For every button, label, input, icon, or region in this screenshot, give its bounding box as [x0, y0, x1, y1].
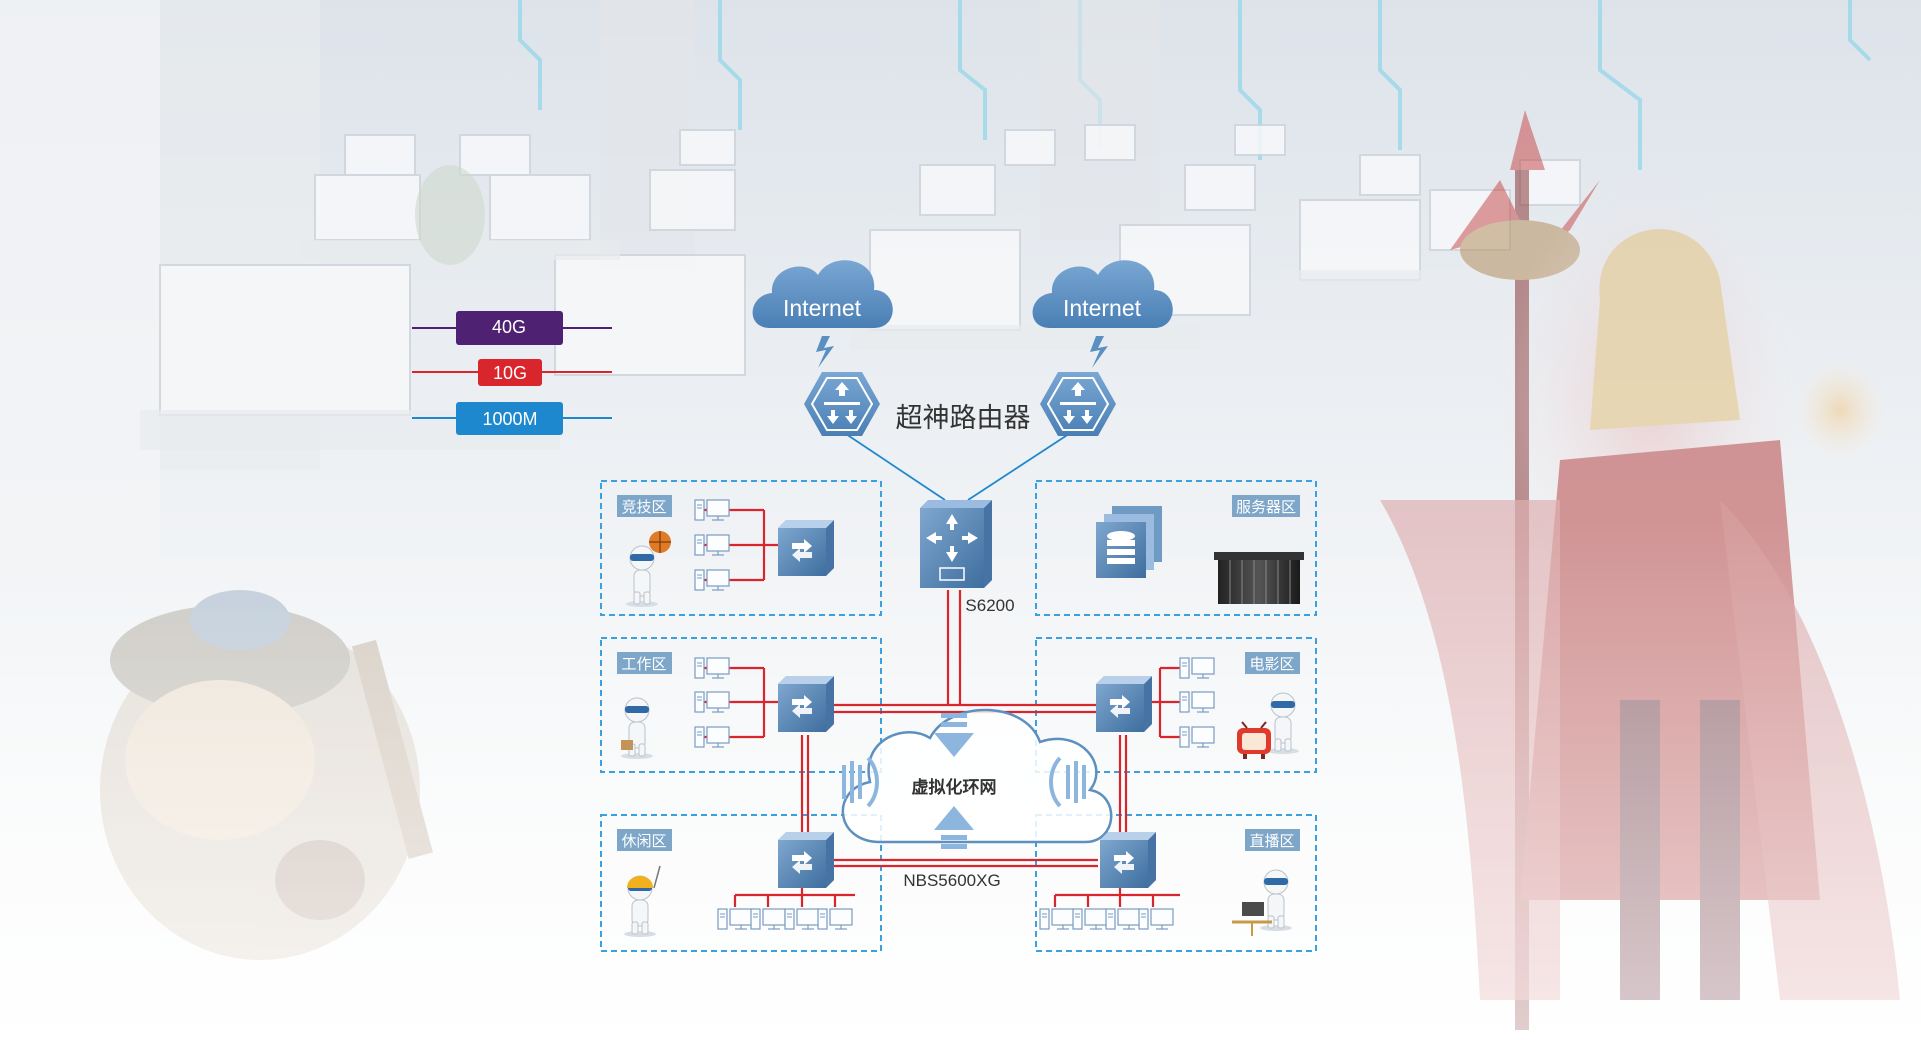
bandwidth-legend: 40G 10G 1000M — [412, 311, 612, 435]
legend-item-40g: 40G — [412, 311, 612, 345]
pc-icon — [694, 726, 730, 748]
pc-icon — [694, 569, 730, 591]
zone-tag-server: 服务器区 — [1232, 495, 1300, 517]
lightning-icon — [1090, 336, 1108, 368]
access-switch-live — [1100, 832, 1156, 888]
signal-left-icon — [842, 756, 879, 808]
router-label: 超神路由器 — [896, 403, 1031, 434]
signal-right-icon — [1049, 756, 1086, 808]
pc-icon — [694, 657, 730, 679]
legend-label-10g: 10G — [493, 363, 527, 383]
pc-icon — [694, 499, 730, 521]
legend-item-10g: 10G — [412, 359, 612, 386]
access-switch-work — [778, 676, 834, 732]
zone-tag-leisure: 休闲区 — [617, 829, 672, 851]
core-switch-s6200: S6200 — [920, 500, 1015, 615]
svg-text:休闲区: 休闲区 — [621, 832, 666, 850]
pcs-live — [1039, 908, 1174, 930]
pc-icon — [1072, 908, 1108, 930]
server-rack-icon — [1214, 552, 1304, 604]
internet-label-right: Internet — [1063, 295, 1142, 321]
zone-tag-movie: 电影区 — [1245, 652, 1300, 674]
internet-cloud-right: Internet — [1032, 260, 1173, 368]
legend-label-1000m: 1000M — [482, 409, 537, 429]
uplink-lines — [839, 429, 1076, 501]
zone-tag-competition: 竞技区 — [617, 495, 672, 517]
zone-tag-live: 直播区 — [1245, 829, 1300, 851]
10g-links — [698, 508, 1186, 907]
leisure-worker-icon — [623, 865, 661, 938]
pc-icon — [1138, 908, 1174, 930]
access-switch-leisure — [778, 832, 834, 888]
svg-text:服务器区: 服务器区 — [1236, 498, 1296, 516]
svg-text:直播区: 直播区 — [1249, 832, 1294, 850]
internet-cloud-left: Internet — [752, 260, 893, 368]
svg-text:工作区: 工作区 — [621, 655, 666, 673]
svg-text:电影区: 电影区 — [1249, 655, 1294, 673]
legend-item-1000m: 1000M — [412, 402, 612, 435]
office-worker-icon — [620, 697, 654, 760]
pcs-movie — [1179, 657, 1215, 748]
tv-icon — [1236, 721, 1272, 760]
zone-tag-work: 工作区 — [617, 652, 672, 674]
arrow-down-icon — [934, 713, 974, 757]
lightning-icon — [816, 336, 834, 368]
internet-label-left: Internet — [783, 295, 862, 321]
pcs-competition — [694, 499, 730, 591]
pcs-leisure — [717, 908, 853, 930]
core-switch-label: S6200 — [965, 596, 1014, 615]
pc-icon — [1105, 908, 1141, 930]
pc-icon — [750, 908, 786, 930]
pc-icon — [694, 534, 730, 556]
streamer-icon — [1232, 869, 1293, 936]
legend-label-40g: 40G — [492, 317, 526, 337]
router-icon-left — [803, 371, 881, 437]
arrow-up-icon — [934, 806, 974, 849]
access-switch-movie — [1096, 676, 1152, 732]
pc-icon — [717, 908, 753, 930]
router-icon-right — [1039, 371, 1117, 437]
pc-icon — [817, 908, 853, 930]
database-icon — [1096, 506, 1162, 578]
pc-icon — [1179, 657, 1215, 679]
pc-icon — [1179, 691, 1215, 713]
pc-icon — [694, 691, 730, 713]
movie-watcher-icon — [1266, 692, 1300, 755]
svg-text:竞技区: 竞技区 — [621, 498, 666, 516]
pc-icon — [784, 908, 820, 930]
basketball-player-icon — [625, 531, 671, 608]
ring-switch-label: NBS5600XG — [903, 871, 1000, 890]
virtual-ring-cloud: 虚拟化环网 — [841, 708, 1113, 849]
pcs-work — [694, 657, 730, 748]
pc-icon — [1179, 726, 1215, 748]
virtual-ring-label: 虚拟化环网 — [912, 777, 997, 798]
pc-icon — [1039, 908, 1075, 930]
access-switch-competition — [778, 520, 834, 576]
